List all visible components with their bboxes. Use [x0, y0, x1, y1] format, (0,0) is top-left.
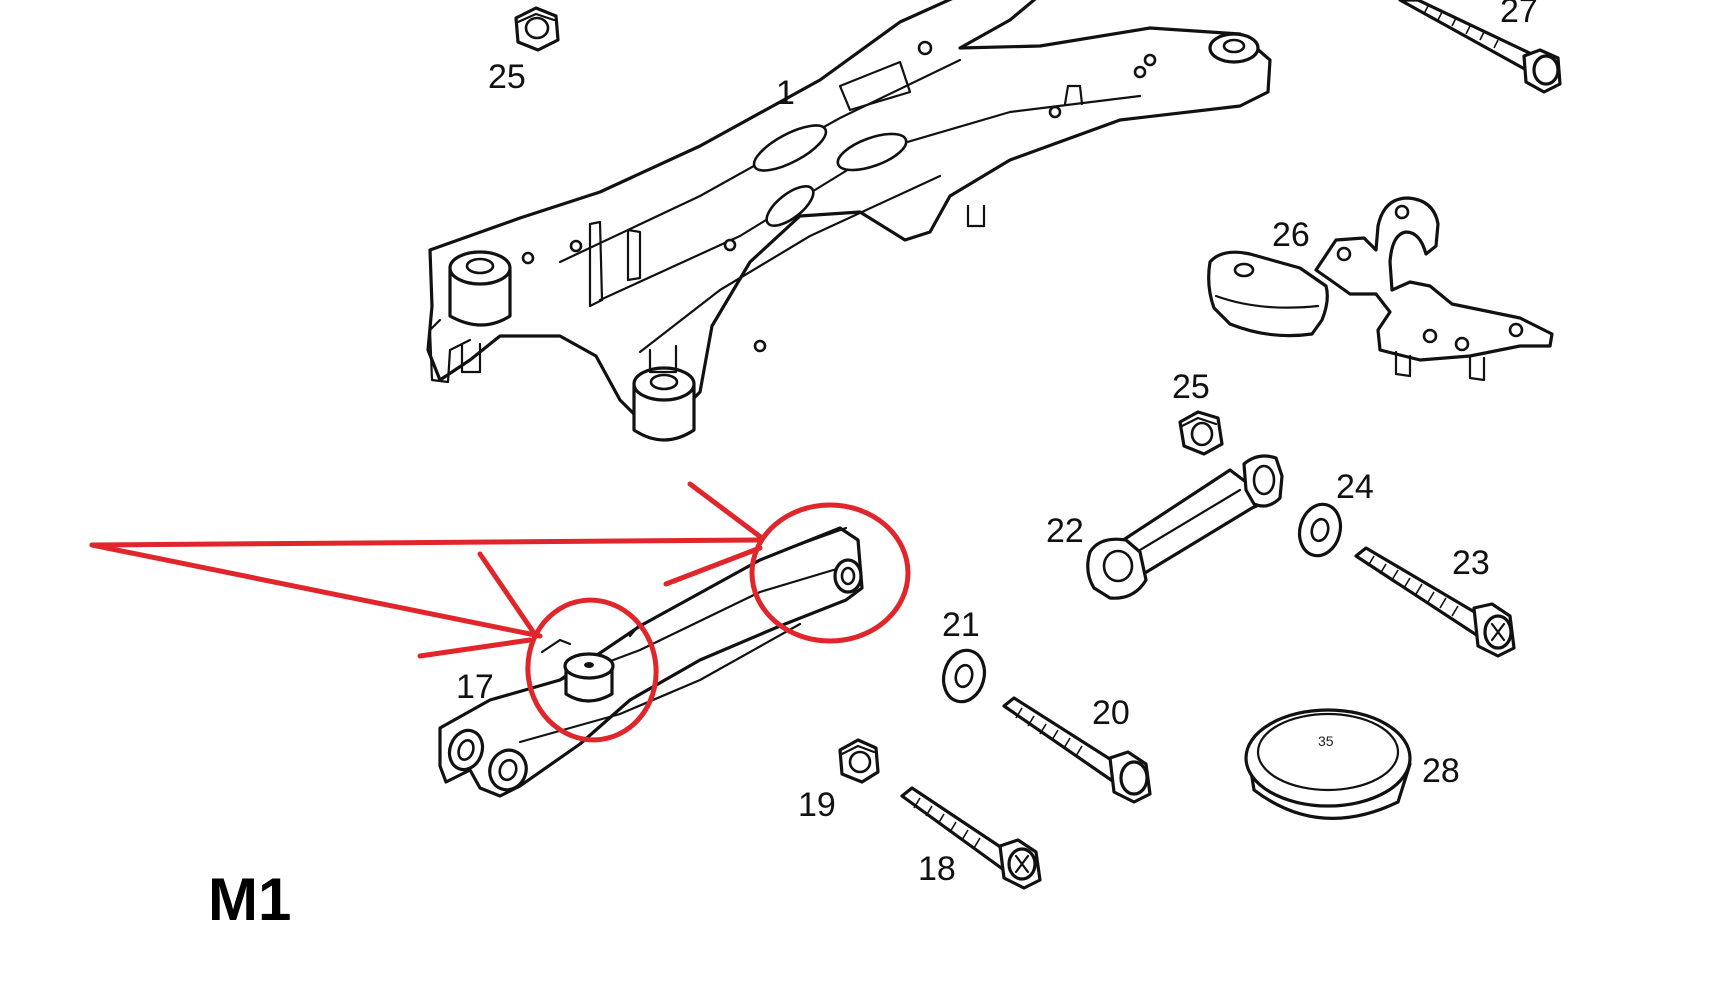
callout-25-middle: 25	[1172, 368, 1210, 406]
link-arm-part-22	[1086, 454, 1284, 600]
bolt-part-20	[1002, 696, 1152, 804]
callout-25-top: 25	[488, 58, 526, 96]
plug-stamp: 35	[1318, 733, 1334, 749]
red-circle-icon	[749, 502, 911, 644]
red-arrow-icon	[89, 537, 763, 548]
subframe-part	[426, 0, 1272, 442]
callout-27: 27	[1500, 0, 1538, 30]
callout-1: 1	[776, 74, 795, 112]
clamp-part-26	[1207, 196, 1554, 382]
callout-18: 18	[918, 850, 956, 888]
annotation-layer	[89, 481, 911, 743]
callout-28: 28	[1422, 752, 1460, 790]
subframe-bushing-front	[632, 344, 696, 442]
callout-24: 24	[1336, 468, 1374, 506]
callout-17: 17	[456, 668, 494, 706]
washer-part-24	[1297, 502, 1343, 558]
trailing-arm-part-17	[438, 526, 864, 798]
nut-part-25-middle	[1178, 410, 1224, 456]
plug-part-28: 35	[1244, 708, 1412, 820]
nut-part-25-top	[514, 6, 560, 52]
callout-20: 20	[1092, 694, 1130, 732]
figure-code: M1	[208, 866, 291, 933]
callout-22: 22	[1046, 512, 1084, 550]
nut-part-19	[838, 738, 880, 784]
red-circle-icon	[525, 597, 659, 743]
callout-labels: 1 25 27 26 25 22 24 23 21 20 17 19 18 28	[456, 0, 1538, 888]
subframe-bushing-left	[428, 250, 512, 384]
washer-part-21	[941, 648, 987, 704]
callout-23: 23	[1452, 544, 1490, 582]
bolt-part-23	[1354, 546, 1516, 658]
subframe-bushing-right	[1208, 32, 1260, 64]
callout-26: 26	[1272, 216, 1310, 254]
bolt-part-18	[900, 786, 1042, 890]
red-arrow-icon	[89, 542, 543, 639]
bolt-part-27	[1398, 0, 1562, 94]
callout-21: 21	[942, 606, 980, 644]
callout-19: 19	[798, 786, 836, 824]
